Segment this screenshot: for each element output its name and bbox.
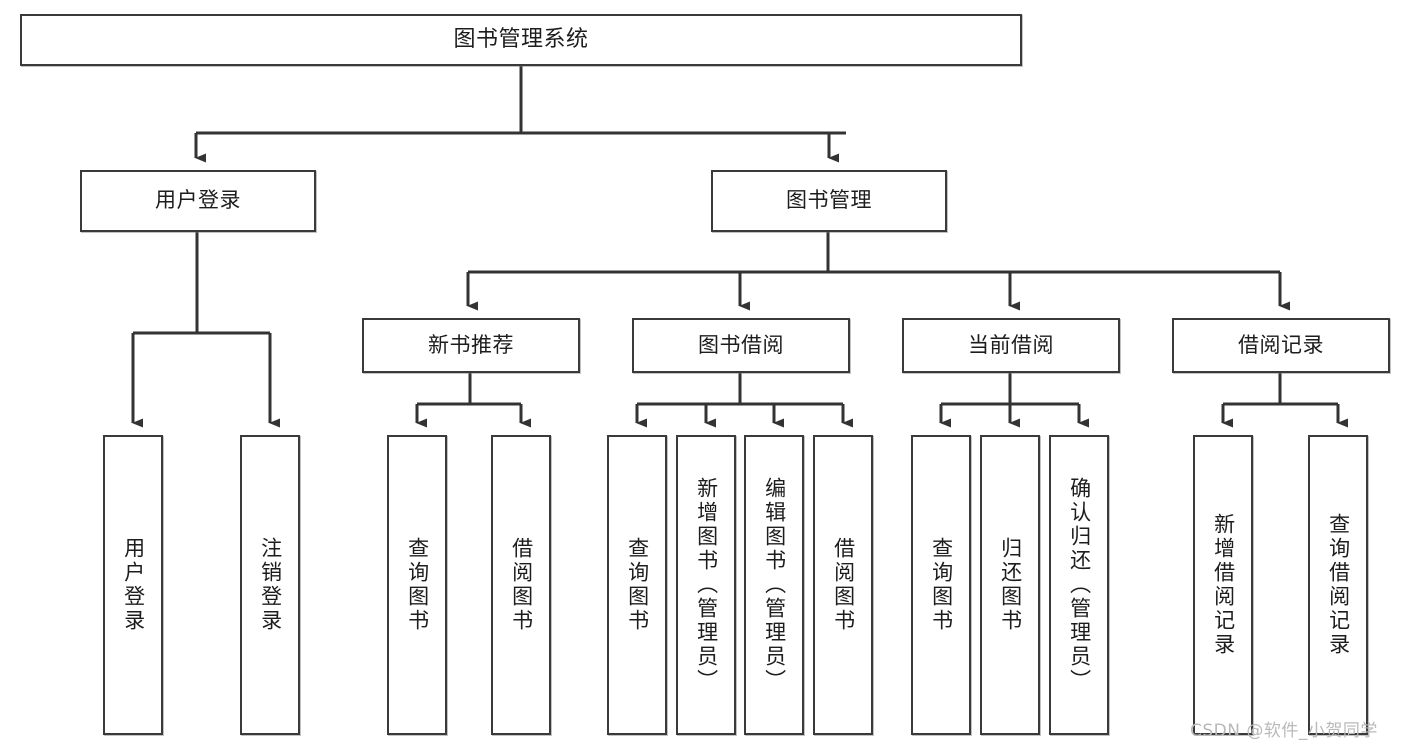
node-leaf-return-book[interactable]: 归还图书 <box>980 435 1040 735</box>
node-book-borrowing[interactable]: 图书借阅 <box>632 318 850 373</box>
node-label: 借阅图书 <box>831 537 856 633</box>
node-label: 用户登录 <box>121 537 146 633</box>
node-label: 用户登录 <box>155 188 241 213</box>
node-current-borrowing[interactable]: 当前借阅 <box>902 318 1120 373</box>
node-label: 注销登录 <box>258 537 283 633</box>
node-label: 确认归还（管理员） <box>1067 477 1092 693</box>
node-leaf-query-borrow-record[interactable]: 查询借阅记录 <box>1308 435 1368 735</box>
node-leaf-borrow-book-recommend[interactable]: 借阅图书 <box>491 435 551 735</box>
node-leaf-add-borrow-record[interactable]: 新增借阅记录 <box>1193 435 1253 735</box>
node-leaf-query-book-current[interactable]: 查询图书 <box>911 435 971 735</box>
node-label: 图书借阅 <box>698 332 784 357</box>
node-label: 图书管理系统 <box>453 26 589 52</box>
node-label: 新增借阅记录 <box>1211 513 1236 657</box>
node-label: 编辑图书（管理员） <box>762 477 787 693</box>
node-borrowing-record[interactable]: 借阅记录 <box>1172 318 1390 373</box>
node-leaf-confirm-return-admin[interactable]: 确认归还（管理员） <box>1049 435 1109 735</box>
node-leaf-add-book-admin[interactable]: 新增图书（管理员） <box>676 435 736 735</box>
node-root-book-management-system[interactable]: 图书管理系统 <box>20 14 1022 66</box>
node-label: 查询图书 <box>405 537 430 633</box>
node-label: 借阅图书 <box>509 537 534 633</box>
node-new-book-recommendation[interactable]: 新书推荐 <box>362 318 580 373</box>
node-leaf-borrow-book[interactable]: 借阅图书 <box>813 435 873 735</box>
node-leaf-edit-book-admin[interactable]: 编辑图书（管理员） <box>744 435 804 735</box>
node-leaf-logout[interactable]: 注销登录 <box>240 435 300 735</box>
node-label: 图书管理 <box>786 188 872 213</box>
node-label: 查询图书 <box>625 537 650 633</box>
node-label: 归还图书 <box>998 537 1023 633</box>
csdn-watermark: CSDN @软件_小贺同学 <box>1190 721 1378 741</box>
node-leaf-user-login[interactable]: 用户登录 <box>103 435 163 735</box>
node-user-login[interactable]: 用户登录 <box>80 170 316 232</box>
node-label: 查询图书 <box>929 537 954 633</box>
node-label: 新增图书（管理员） <box>694 477 719 693</box>
node-label: 新书推荐 <box>428 332 514 357</box>
node-label: 查询借阅记录 <box>1326 513 1351 657</box>
node-book-management[interactable]: 图书管理 <box>711 170 947 232</box>
node-leaf-query-book-recommend[interactable]: 查询图书 <box>387 435 447 735</box>
node-label: 借阅记录 <box>1238 332 1324 357</box>
node-leaf-query-book[interactable]: 查询图书 <box>607 435 667 735</box>
node-label: 当前借阅 <box>968 332 1054 357</box>
